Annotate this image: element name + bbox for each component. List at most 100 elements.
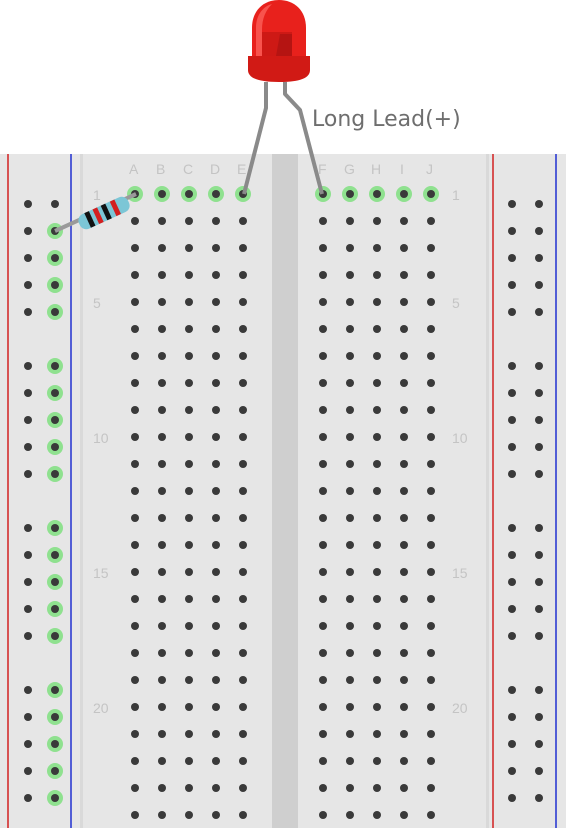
hole (158, 595, 166, 603)
rail-hole (47, 574, 63, 590)
hole (185, 325, 193, 333)
rail-hole (47, 439, 63, 455)
hole (346, 325, 354, 333)
rail-hole (24, 416, 32, 424)
rail-hole (535, 713, 543, 721)
hole (400, 757, 408, 765)
hole (239, 298, 247, 306)
hole (235, 186, 251, 202)
rail-hole (508, 605, 516, 613)
hole (208, 186, 224, 202)
rail-hole (535, 794, 543, 802)
rail-hole (24, 389, 32, 397)
led-cathode-lead (242, 82, 268, 195)
hole (346, 379, 354, 387)
hole (400, 622, 408, 630)
hole (373, 784, 381, 792)
rail-hole (47, 682, 63, 698)
hole (400, 433, 408, 441)
rail-hole (508, 632, 516, 640)
hole (239, 541, 247, 549)
column-label-f: F (318, 161, 327, 177)
hole (158, 811, 166, 819)
hole (346, 244, 354, 252)
hole (346, 568, 354, 576)
hole (373, 244, 381, 252)
led-rim (248, 56, 310, 82)
rail-hole (508, 254, 516, 262)
rail-hole (508, 416, 516, 424)
hole (158, 298, 166, 306)
hole (212, 487, 220, 495)
rail-hole (535, 281, 543, 289)
hole (346, 271, 354, 279)
hole (342, 186, 358, 202)
hole (158, 784, 166, 792)
hole (400, 568, 408, 576)
hole (346, 595, 354, 603)
hole (369, 186, 385, 202)
led-leads (242, 82, 324, 195)
hole (319, 811, 327, 819)
hole (131, 271, 139, 279)
rail-hole (47, 736, 63, 752)
hole (239, 433, 247, 441)
rail-hole (535, 632, 543, 640)
hole (185, 757, 193, 765)
rail-hole (535, 551, 543, 559)
hole (212, 406, 220, 414)
rail-hole (508, 578, 516, 586)
rail-hole (508, 767, 516, 775)
hole (319, 298, 327, 306)
hole (185, 352, 193, 360)
hole (427, 298, 435, 306)
hole (131, 244, 139, 252)
hole (185, 271, 193, 279)
hole (158, 757, 166, 765)
hole (400, 703, 408, 711)
row-number-5-left: 5 (93, 295, 101, 311)
hole (239, 595, 247, 603)
hole (373, 541, 381, 549)
hole (346, 811, 354, 819)
rail-hole (47, 358, 63, 374)
hole (131, 379, 139, 387)
column-label-c: C (183, 161, 193, 177)
hole (212, 460, 220, 468)
rail-hole (47, 250, 63, 266)
hole (427, 271, 435, 279)
rail-hole (535, 416, 543, 424)
hole (212, 595, 220, 603)
hole (158, 541, 166, 549)
hole (158, 649, 166, 657)
hole (319, 622, 327, 630)
rail-hole (24, 713, 32, 721)
hole (212, 784, 220, 792)
row-number-20-left: 20 (93, 700, 109, 716)
hole (427, 757, 435, 765)
row-numbers-right: 1 5 10 15 20 (452, 187, 468, 716)
hole (319, 757, 327, 765)
hole (158, 244, 166, 252)
rail-hole (508, 713, 516, 721)
hole (212, 514, 220, 522)
rail-hole (535, 389, 543, 397)
hole (158, 622, 166, 630)
hole (427, 487, 435, 495)
hole (373, 703, 381, 711)
hole (319, 271, 327, 279)
hole (373, 352, 381, 360)
rail-hole (47, 277, 63, 293)
row-number-15-left: 15 (93, 565, 109, 581)
hole (346, 217, 354, 225)
hole (131, 622, 139, 630)
hole (239, 757, 247, 765)
hole (319, 649, 327, 657)
hole (373, 325, 381, 333)
rail-hole (535, 470, 543, 478)
hole (212, 622, 220, 630)
hole (239, 460, 247, 468)
rail-hole (24, 443, 32, 451)
rail-hole (47, 412, 63, 428)
rail-hole (535, 578, 543, 586)
